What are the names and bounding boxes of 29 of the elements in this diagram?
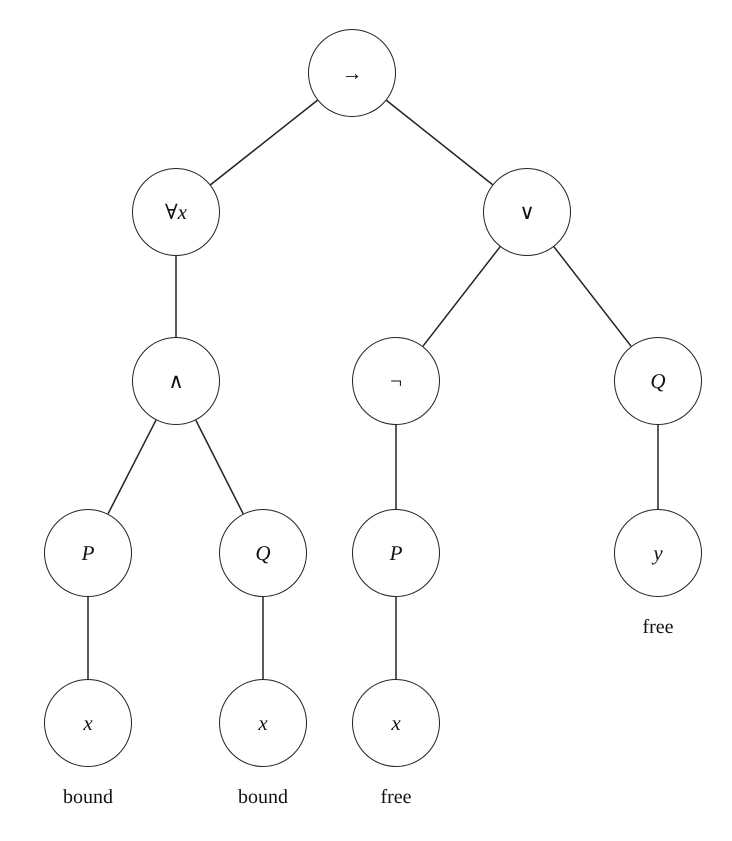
node-symbol: Q (650, 368, 666, 394)
node-symbol: ¬ (388, 368, 404, 394)
node-symbol: ∨ (519, 200, 535, 224)
tree-edge (422, 246, 501, 347)
binding-label: bound (238, 786, 288, 809)
node-symbol: y (653, 540, 663, 566)
tree-edge (175, 256, 177, 337)
tree-edge (87, 597, 89, 679)
tree-edge (210, 100, 318, 186)
node-symbol: ∧ (168, 368, 184, 394)
node-symbol: x (258, 710, 268, 736)
node-symbol: P (82, 540, 94, 566)
tree-edge (395, 425, 397, 509)
node-symbol: P (390, 540, 402, 566)
node-symbol: x (391, 710, 401, 736)
node-symbol: x (83, 710, 93, 736)
node-symbol: ∀x (165, 200, 187, 224)
tree-edge (107, 420, 157, 514)
node-symbol: Q (255, 540, 271, 566)
binding-label: free (380, 786, 412, 809)
tree-edge (262, 597, 264, 679)
node-symbol: → (342, 60, 362, 86)
tree-edge (657, 425, 659, 509)
tree-edge (395, 597, 397, 679)
tree-edge (386, 100, 494, 186)
tree-edge (553, 246, 632, 347)
tree-edge (195, 420, 244, 514)
binding-label: free (642, 616, 674, 639)
binding-label: bound (63, 786, 113, 809)
